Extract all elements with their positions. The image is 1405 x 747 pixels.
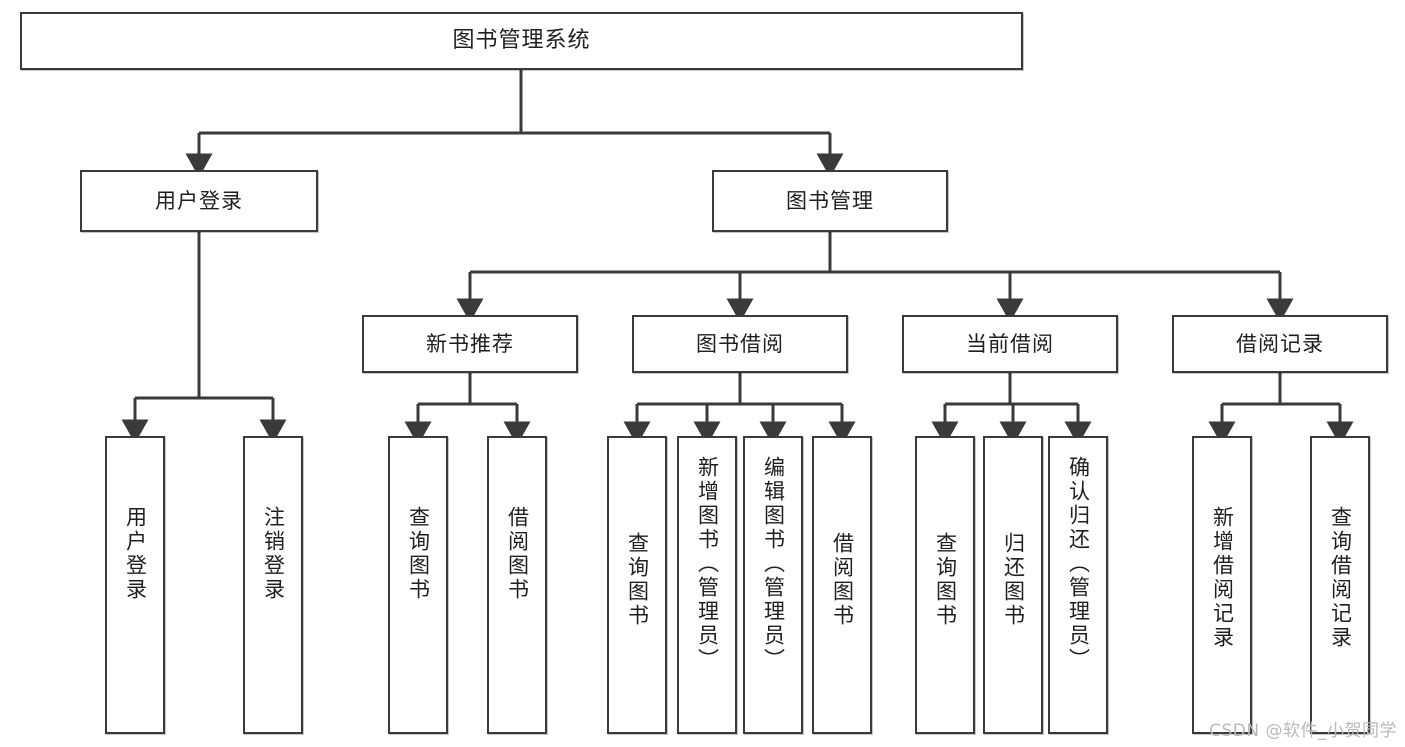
node-user-login-label: 用户登录 (155, 188, 243, 213)
node-leaf-rec-add-record[interactable]: 新增借阅记录 (1192, 436, 1252, 734)
node-book-borrow[interactable]: 图书借阅 (632, 315, 848, 373)
node-new-book-rec-label: 新书推荐 (426, 331, 514, 356)
node-book-borrow-label: 图书借阅 (696, 331, 784, 356)
node-leaf-cur-query-book-label: 查询图书 (933, 532, 958, 628)
node-leaf-borrow-add-book[interactable]: 新增图书（管理员） (677, 436, 737, 734)
node-root-label: 图书管理系统 (452, 28, 591, 54)
node-borrow-record[interactable]: 借阅记录 (1172, 315, 1388, 373)
node-leaf-rec-query-record-label: 查询借阅记录 (1328, 506, 1353, 650)
node-leaf-cur-confirm-return[interactable]: 确认归还（管理员） (1048, 436, 1108, 734)
node-leaf-cur-query-book[interactable]: 查询图书 (915, 436, 975, 734)
node-user-login[interactable]: 用户登录 (80, 170, 318, 232)
node-book-manage[interactable]: 图书管理 (712, 170, 948, 232)
node-root[interactable]: 图书管理系统 (20, 12, 1023, 70)
node-leaf-user-login-label: 用户登录 (123, 506, 148, 602)
node-book-manage-label: 图书管理 (786, 188, 874, 213)
node-leaf-rec-query-record[interactable]: 查询借阅记录 (1310, 436, 1370, 734)
node-leaf-rec-borrow-book[interactable]: 借阅图书 (487, 436, 547, 734)
node-leaf-cur-confirm-return-label: 确认归还（管理员） (1066, 456, 1091, 672)
node-leaf-borrow-add-book-label: 新增图书（管理员） (695, 456, 720, 672)
node-leaf-cur-return-book[interactable]: 归还图书 (983, 436, 1043, 734)
node-leaf-user-login[interactable]: 用户登录 (105, 436, 165, 734)
node-leaf-rec-add-record-label: 新增借阅记录 (1210, 506, 1235, 650)
node-leaf-borrow-edit-book[interactable]: 编辑图书（管理员） (743, 436, 803, 734)
node-new-book-rec[interactable]: 新书推荐 (362, 315, 578, 373)
node-leaf-user-logout[interactable]: 注销登录 (243, 436, 303, 734)
node-leaf-borrow-borrow-book-label: 借阅图书 (830, 532, 855, 628)
node-leaf-rec-query-book-label: 查询图书 (406, 506, 431, 602)
node-leaf-borrow-query-book[interactable]: 查询图书 (607, 436, 667, 734)
node-borrow-record-label: 借阅记录 (1236, 331, 1324, 356)
node-current-borrow[interactable]: 当前借阅 (902, 315, 1118, 373)
node-leaf-user-logout-label: 注销登录 (261, 506, 286, 602)
node-leaf-borrow-query-book-label: 查询图书 (625, 532, 650, 628)
node-leaf-cur-return-book-label: 归还图书 (1001, 532, 1026, 628)
node-leaf-borrow-borrow-book[interactable]: 借阅图书 (812, 436, 872, 734)
node-current-borrow-label: 当前借阅 (966, 331, 1054, 356)
node-leaf-rec-query-book[interactable]: 查询图书 (388, 436, 448, 734)
node-leaf-borrow-edit-book-label: 编辑图书（管理员） (761, 456, 786, 672)
node-leaf-rec-borrow-book-label: 借阅图书 (505, 506, 530, 602)
watermark: CSDN @软件_小贺同学 (1209, 721, 1397, 741)
